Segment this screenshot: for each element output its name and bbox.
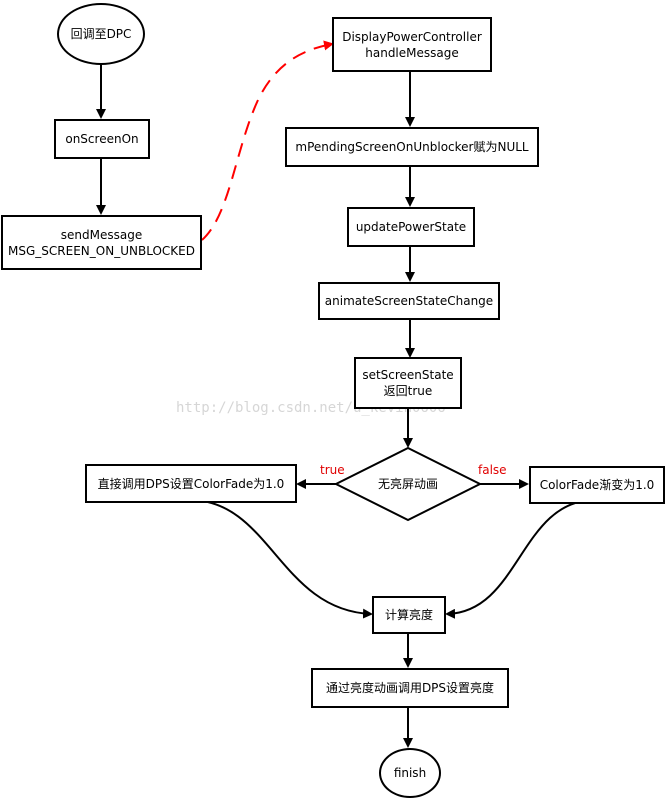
false-action-label: ColorFade渐变为1.0 <box>539 478 655 492</box>
calc-label: 计算亮度 <box>384 608 433 622</box>
apply-node: 通过亮度动画调用DPS设置亮度 <box>311 668 509 708</box>
true-action-label: 直接调用DPS设置ColorFade为1.0 <box>97 476 285 491</box>
start-label: 回调至DPC <box>70 27 132 41</box>
decision-diamond <box>333 446 483 522</box>
true-branch-label: true <box>320 463 345 477</box>
pending-label: mPendingScreenOnUnblocker赋为NULL <box>295 140 529 154</box>
start-node: 回调至DPC <box>57 3 145 65</box>
pending-node: mPendingScreenOnUnblocker赋为NULL <box>285 127 539 167</box>
sendmessage-label-1: sendMessage <box>60 227 143 242</box>
false-action-node: ColorFade渐变为1.0 <box>529 466 665 504</box>
decision-label: 无亮屏动画 <box>377 477 438 491</box>
apply-label: 通过亮度动画调用DPS设置亮度 <box>325 681 495 695</box>
true-action-node: 直接调用DPS设置ColorFade为1.0 <box>85 464 297 503</box>
animate-node: animateScreenStateChange <box>318 282 500 320</box>
sendmessage-node: sendMessage MSG_SCREEN_ON_UNBLOCKED <box>1 215 202 270</box>
dpc-label-2: handleMessage <box>365 45 459 60</box>
onscreenon-node: onScreenOn <box>54 119 150 159</box>
setstate-label-2: 返回true <box>383 384 433 398</box>
false-branch-label: false <box>478 463 507 477</box>
finish-node: finish <box>379 748 441 798</box>
decision-node: 无亮屏动画 <box>336 474 480 494</box>
dpc-node: DisplayPowerController handleMessage <box>332 17 492 72</box>
calc-node: 计算亮度 <box>372 596 446 634</box>
setstate-node: setScreenState 返回true <box>354 357 462 409</box>
arrow-sendmessage-to-dpc <box>201 40 334 241</box>
dpc-label-1: DisplayPowerController <box>342 29 482 44</box>
setstate-label-1: setScreenState <box>362 368 454 382</box>
update-label: updatePowerState <box>355 220 467 234</box>
animate-label: animateScreenStateChange <box>324 294 494 308</box>
arrow-false-to-calc <box>445 499 596 619</box>
onscreenon-label: onScreenOn <box>65 132 139 146</box>
update-node: updatePowerState <box>347 207 475 247</box>
sendmessage-label-2: MSG_SCREEN_ON_UNBLOCKED <box>8 243 195 258</box>
finish-label: finish <box>393 766 427 780</box>
arrow-true-to-calc <box>189 499 373 619</box>
